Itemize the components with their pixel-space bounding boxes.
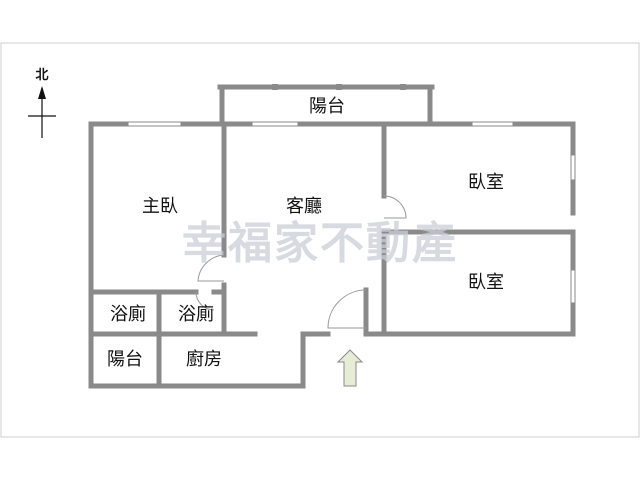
windows (88, 121, 576, 374)
room-label-living-room: 客廳 (286, 196, 322, 217)
bedroom-1-door (383, 195, 407, 219)
room-label-bathroom-1: 浴廁 (110, 303, 146, 325)
bathroom-2-door (195, 291, 215, 311)
railing-post (336, 84, 342, 90)
railing-post (272, 84, 278, 90)
watermark: 幸福家不動產 (182, 218, 458, 269)
room-label-bedroom-1: 臥室 (468, 172, 504, 193)
balcony-railing-posts (272, 84, 406, 90)
image-frame (0, 42, 640, 438)
master-bedroom-door (197, 254, 225, 282)
north-label: 北 (35, 68, 48, 83)
doors (195, 195, 407, 329)
walls (88, 84, 576, 389)
north-compass: 北 (28, 68, 56, 138)
room-label-kitchen: 廚房 (186, 348, 222, 370)
room-label-balcony-north: 陽台 (309, 96, 345, 117)
room-label-balcony-west: 陽台 (107, 349, 143, 370)
room-label-bedroom-2: 臥室 (468, 272, 504, 293)
room-label-bathroom-2: 浴廁 (178, 303, 214, 325)
north-arrow-icon (38, 86, 46, 99)
railing-post (400, 84, 406, 90)
entrance-door (327, 289, 367, 329)
entrance-arrow-icon (336, 349, 364, 387)
room-label-master-bedroom: 主臥 (142, 196, 178, 217)
